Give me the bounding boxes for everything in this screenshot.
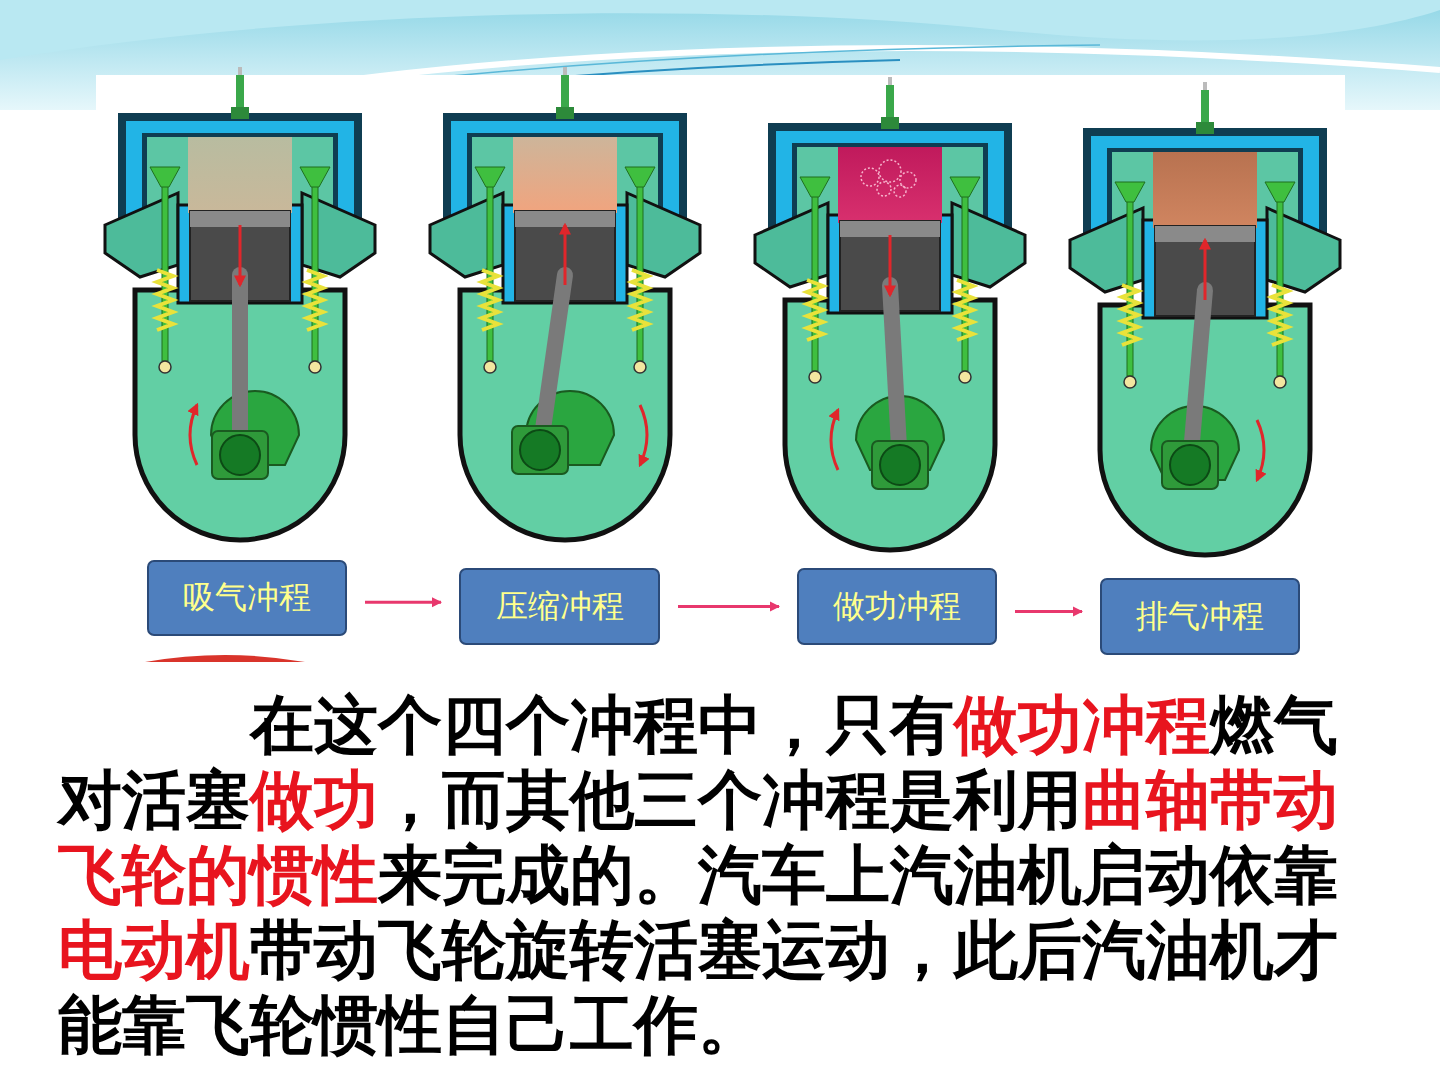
valve-spring [1272, 285, 1288, 345]
valve-stem [1127, 186, 1133, 376]
spark-plug [556, 107, 574, 119]
crank-pin [520, 430, 560, 470]
cam [159, 361, 171, 373]
valve-head [800, 177, 830, 197]
valve-head [950, 177, 980, 197]
stroke-name: 排气冲程 [1136, 595, 1264, 639]
rod-cap [212, 431, 268, 479]
cam [809, 371, 821, 383]
rotation-arrow [1257, 420, 1264, 480]
stroke-label-box: 排气冲程 [1100, 578, 1300, 655]
piston-ring [515, 211, 615, 227]
valve-stem [962, 181, 968, 371]
engine-figure [755, 77, 1025, 550]
connecting-rod [890, 285, 900, 465]
rod-cap [872, 441, 928, 489]
valve-spring [1122, 285, 1138, 345]
stroke-name: 吸气冲程 [183, 576, 311, 620]
valve-stem [487, 171, 493, 361]
rotation-arrow [640, 405, 647, 465]
text-run: 来完成的。汽车上汽油机启动依靠 [378, 838, 1338, 912]
valve-head [1115, 182, 1145, 202]
text-run: 带动飞轮旋转活塞运动，此后汽油机才能靠飞轮惯性自己工作。 [58, 913, 1338, 1062]
flame [894, 185, 906, 197]
piston-ring [190, 211, 290, 227]
spark-plug [238, 67, 242, 75]
rod-cap [1162, 441, 1218, 489]
valve-head [475, 167, 505, 187]
valve-head [150, 167, 180, 187]
combustion-chamber [188, 137, 292, 213]
cam [1124, 376, 1136, 388]
flame [900, 172, 916, 188]
spark-plug [881, 117, 899, 129]
cam [959, 371, 971, 383]
connecting-rod [540, 275, 565, 450]
flame [877, 182, 891, 196]
flow-arrow [365, 601, 441, 604]
stroke-label-box: 吸气冲程 [147, 560, 347, 636]
spark-plug [563, 67, 567, 75]
motion-arrow [889, 235, 892, 295]
text-run: 做功 [250, 763, 378, 837]
valve-head [1265, 182, 1295, 202]
rotation-arrow [190, 405, 197, 465]
valve-spring [157, 270, 173, 330]
spark-plug [1196, 122, 1214, 134]
cam [484, 361, 496, 373]
picture-panel [96, 75, 1345, 662]
valve-spring [307, 270, 323, 330]
body-text: 在这个四个冲程中，只有做功冲程燃气对活塞做功，而其他三个冲程是利用曲轴带动飞轮的… [58, 688, 1358, 1063]
cam [634, 361, 646, 373]
rod-cap [512, 426, 568, 474]
piston-ring [1155, 226, 1255, 242]
rotation-arrow [831, 410, 838, 470]
valve-head [625, 167, 655, 187]
valve-head [300, 167, 330, 187]
combustion-chamber [513, 137, 617, 213]
text-run: 做功冲程 [954, 688, 1210, 762]
valve-spring [482, 270, 498, 330]
flame [861, 168, 879, 186]
partial-shape [145, 655, 305, 662]
combustion-chamber [1153, 152, 1257, 228]
motion-arrow [239, 225, 242, 285]
crank-pin [1170, 445, 1210, 485]
combustion-chamber [838, 147, 942, 223]
crank-pin [880, 445, 920, 485]
motion-arrow [564, 225, 567, 285]
crank-pin [220, 435, 260, 475]
cam [1274, 376, 1286, 388]
spark-plug [231, 107, 249, 119]
engine-figure [430, 67, 700, 540]
text-run: 电动机 [58, 913, 250, 987]
stroke-label-box: 做功冲程 [797, 568, 997, 645]
stroke-label-box: 压缩冲程 [459, 568, 660, 645]
spark-plug [1203, 82, 1207, 90]
valve-spring [807, 280, 823, 340]
engine-figure [105, 67, 375, 540]
piston-ring [840, 221, 940, 237]
connecting-rod [232, 275, 248, 455]
stroke-name: 压缩冲程 [496, 585, 624, 629]
motion-arrow [1204, 240, 1207, 300]
cam [309, 361, 321, 373]
text-run: ，而其他三个冲程是利用 [378, 763, 1082, 837]
text-run: 在这个四个冲程中，只有 [250, 688, 954, 762]
connecting-rod [1190, 290, 1205, 465]
valve-spring [632, 270, 648, 330]
valve-stem [1277, 186, 1283, 376]
valve-stem [162, 171, 168, 361]
valve-spring [957, 280, 973, 340]
flame [879, 160, 901, 182]
valve-stem [312, 171, 318, 361]
valve-stem [812, 181, 818, 371]
valve-stem [637, 171, 643, 361]
flow-arrow [678, 605, 779, 608]
engine-figure [1070, 82, 1340, 555]
stroke-name: 做功冲程 [833, 585, 961, 629]
flow-arrow [1015, 610, 1082, 613]
spark-plug [888, 77, 892, 85]
